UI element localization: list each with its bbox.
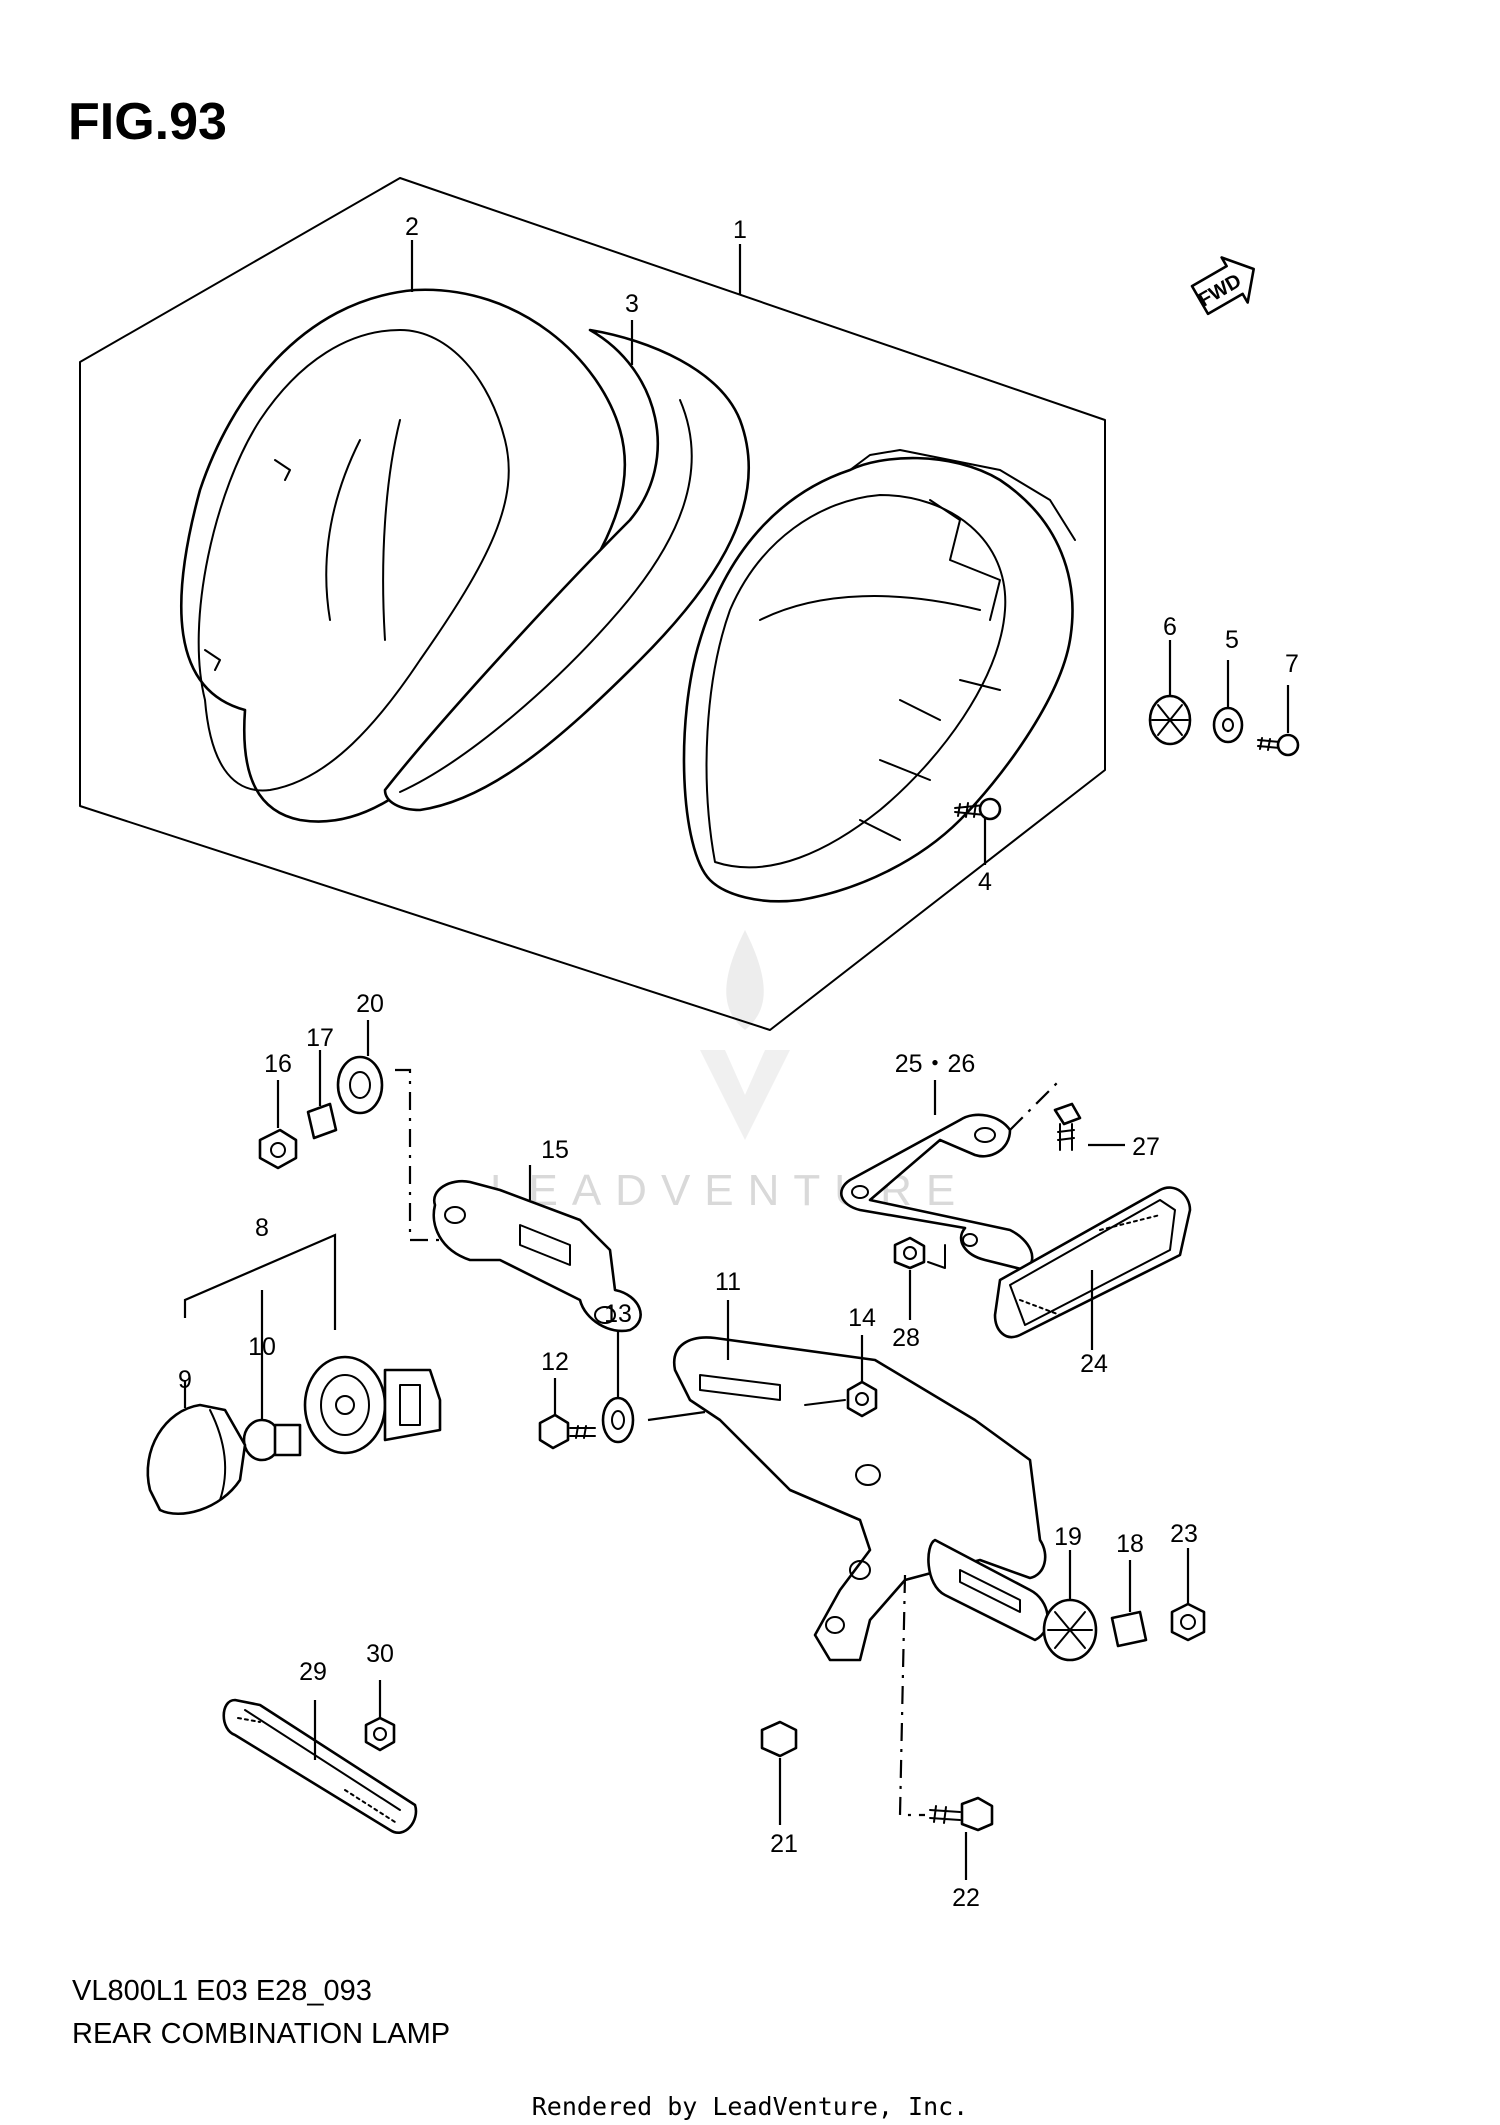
render-credit: Rendered by LeadVenture, Inc.: [531, 2092, 969, 2121]
part-21-nut: [760, 1720, 798, 1825]
callout-1: 1: [733, 216, 747, 244]
part-10-bulb: [242, 1418, 302, 1462]
part-13-washer: [601, 1330, 706, 1444]
callout-9: 9: [178, 1366, 192, 1394]
callout-4: 4: [978, 868, 992, 896]
callout-29: 29: [299, 1658, 327, 1686]
callout-25-26: 25・26: [895, 1050, 976, 1078]
part-28-nut: [893, 1236, 946, 1320]
callout-23: 23: [1170, 1520, 1198, 1548]
part-2-lens-ring: [180, 288, 627, 823]
part-9-lens: [146, 1380, 247, 1515]
callout-27: 27: [1132, 1133, 1160, 1161]
part-23-nut: [1170, 1548, 1206, 1642]
part-14-nut: [804, 1335, 878, 1418]
callout-16: 16: [264, 1050, 292, 1078]
leader-16-15: [395, 1068, 445, 1242]
callout-19: 19: [1054, 1523, 1082, 1551]
part-12-bolt: [538, 1378, 596, 1450]
callout-7: 7: [1285, 650, 1299, 678]
callout-2: 2: [405, 213, 419, 241]
part-24-reflector: [993, 1186, 1192, 1350]
part-7-screw: [1257, 685, 1300, 757]
model-code: VL800L1 E03 E28_093: [72, 1975, 372, 2007]
part-4-screw: [954, 797, 1002, 865]
callout-20: 20: [356, 990, 384, 1018]
assembly-outline: [79, 177, 1106, 1031]
part-20-grommet: [336, 1020, 384, 1115]
callout-13: 13: [604, 1300, 632, 1328]
callout-3: 3: [625, 290, 639, 318]
callout-21: 21: [770, 1830, 798, 1858]
part-30-nut: [364, 1680, 396, 1752]
callout-18: 18: [1116, 1530, 1144, 1558]
part-16-nut: [258, 1080, 298, 1170]
figure-title: FIG.93: [68, 93, 227, 151]
part-6-grommet: [1148, 640, 1192, 746]
part-11-bracket: [672, 1300, 1050, 1662]
part-8-socket: [303, 1355, 442, 1455]
assembly-name: REAR COMBINATION LAMP: [72, 2018, 451, 2050]
part-15-bracket: [432, 1165, 642, 1333]
leader-8-9-10: [183, 1233, 337, 1420]
part-22-bolt: [929, 1796, 994, 1880]
callout-17: 17: [306, 1024, 334, 1052]
callout-5: 5: [1225, 626, 1239, 654]
part-1-lamp-housing: [682, 449, 1076, 903]
callout-15: 15: [541, 1136, 569, 1164]
arrow-fwd-icon: FWD: [1190, 256, 1255, 316]
part-3-gasket: [383, 328, 750, 812]
callout-11: 11: [715, 1268, 741, 1296]
callout-10: 10: [248, 1333, 276, 1361]
watermark-logo: [700, 930, 790, 1140]
callout-30: 30: [366, 1640, 394, 1668]
part-18-collar: [1110, 1560, 1148, 1648]
callout-22: 22: [952, 1884, 980, 1912]
callout-6: 6: [1163, 613, 1177, 641]
leader-11-22: [898, 1574, 925, 1817]
part-29-reflector: [222, 1698, 418, 1834]
callout-12: 12: [541, 1348, 569, 1376]
callout-14: 14: [848, 1304, 876, 1332]
leader-25-27: [1009, 1079, 1061, 1131]
part-19-grommet: [1042, 1550, 1098, 1662]
part-17-collar: [306, 1050, 338, 1140]
part-27-screw: [1053, 1102, 1125, 1151]
part-5-washer: [1212, 660, 1244, 744]
callout-24: 24: [1080, 1350, 1108, 1378]
callout-28: 28: [892, 1324, 920, 1352]
callout-8: 8: [255, 1214, 269, 1242]
